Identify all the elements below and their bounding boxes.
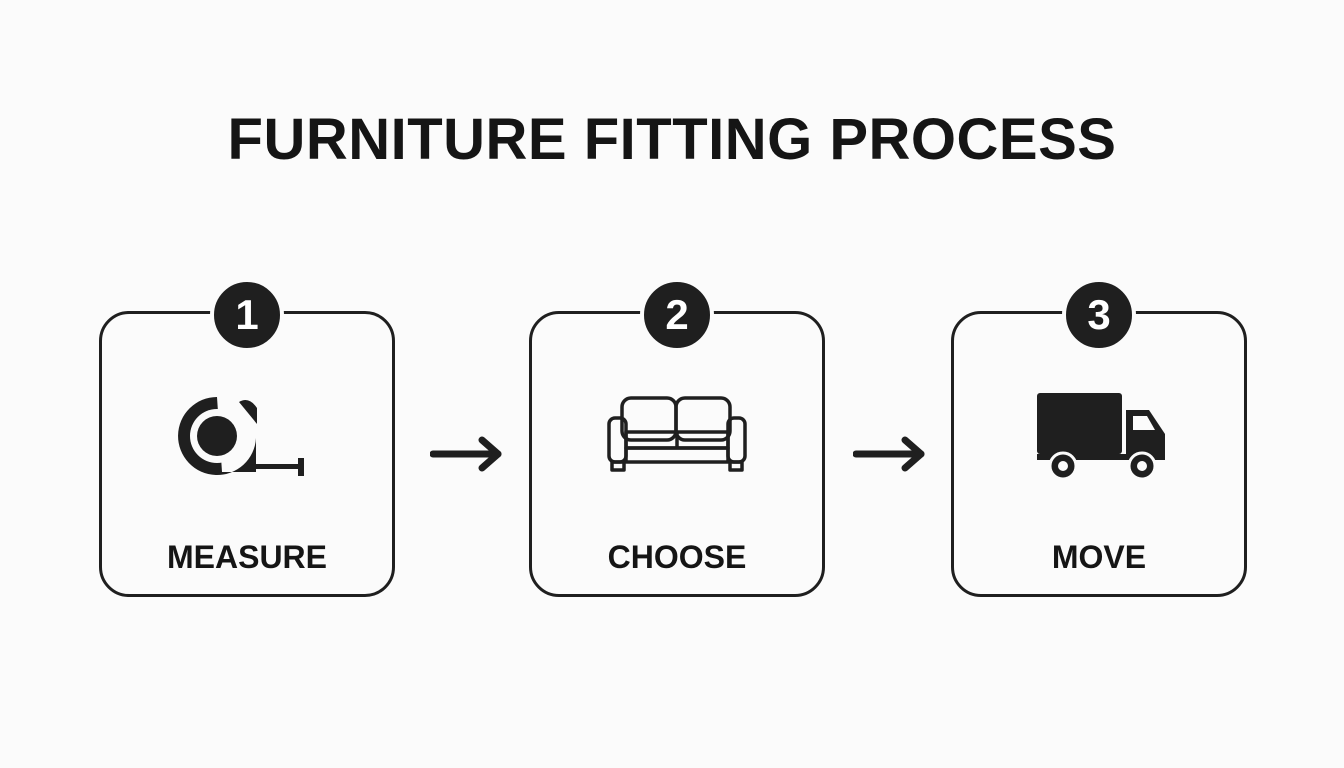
diagram-title: FURNITURE FITTING PROCESS xyxy=(227,107,1117,172)
step-number-badge: 1 xyxy=(210,278,284,352)
step-number-badge: 3 xyxy=(1062,278,1136,352)
arrow-right-icon xyxy=(430,436,502,472)
sofa-icon xyxy=(607,396,747,472)
step-card-measure: 1 MEASURE xyxy=(99,278,395,597)
step-label: MEASURE xyxy=(166,539,327,575)
step-card-choose: 2 CHOOSE xyxy=(529,278,825,597)
arrow-right-icon xyxy=(853,436,925,472)
step-card-move: 3 MOVE xyxy=(951,278,1247,597)
step-number-badge: 2 xyxy=(640,278,714,352)
step-label: MOVE xyxy=(1051,539,1147,575)
tape-measure-icon xyxy=(178,397,304,476)
truck-icon xyxy=(1037,393,1165,481)
step-label: CHOOSE xyxy=(607,539,747,575)
